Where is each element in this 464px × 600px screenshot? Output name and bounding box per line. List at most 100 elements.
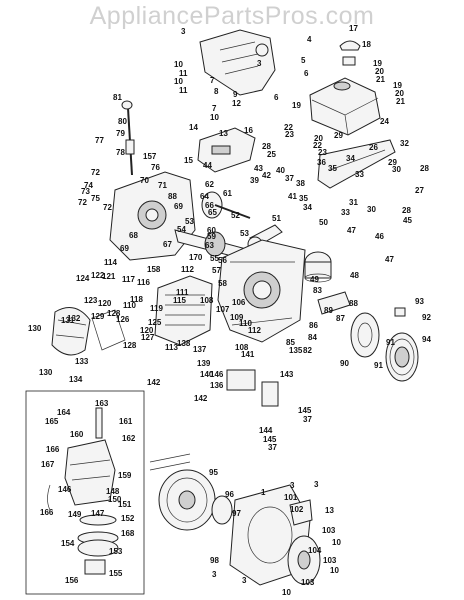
part-callout: 155: [109, 569, 123, 578]
part-callout: 29: [388, 158, 397, 167]
part-callout: 88: [349, 299, 358, 308]
part-callout: 60: [207, 226, 216, 235]
part-callout: 3: [242, 576, 247, 585]
part-callout: 23: [285, 130, 294, 139]
part-callout: 146: [58, 485, 72, 494]
part-callout: 21: [396, 97, 405, 106]
part-callout: 28: [420, 164, 429, 173]
part-callout: 103: [323, 556, 337, 565]
part-callout: 124: [76, 274, 90, 283]
part-callout: 31: [349, 198, 358, 207]
part-callout: 22: [284, 123, 293, 132]
part-callout: 46: [375, 232, 384, 241]
part-callout: 3: [314, 480, 319, 489]
part-callout: 50: [319, 218, 328, 227]
part-callout: 12: [232, 99, 241, 108]
part-callout: 120: [140, 326, 154, 335]
part-callout: 10: [174, 77, 183, 86]
part-callout: 154: [61, 539, 75, 548]
part-callout: 74: [84, 181, 93, 190]
part-callout: 14: [189, 123, 198, 132]
part-callout: 123: [84, 296, 98, 305]
part-callout: 112: [248, 326, 261, 335]
part-callout: 136: [210, 381, 224, 390]
part-callout: 98: [210, 556, 219, 565]
part-callout: 104: [308, 546, 322, 555]
part-callout: 55: [210, 254, 219, 263]
part-callout: 61: [223, 189, 232, 198]
part-callout: 16: [244, 126, 253, 135]
engine-block: [217, 239, 306, 343]
part-callout: 130: [39, 368, 53, 377]
part-callout: 40: [276, 166, 285, 175]
part-callout: 132: [67, 314, 81, 323]
cooling-fan: [158, 469, 216, 531]
part-callout: 56: [218, 256, 227, 265]
part-callout: 13: [325, 506, 334, 515]
part-callout: 93: [415, 297, 424, 306]
part-callout: 72: [103, 203, 112, 212]
part-callout: 67: [163, 240, 172, 249]
dipstick: [121, 100, 135, 176]
muffler-gasket: [91, 309, 126, 351]
flywheel: [385, 332, 419, 382]
carburetor-detail-inset: [25, 390, 145, 595]
part-callout: 33: [355, 170, 364, 179]
part-callout: 112: [181, 265, 194, 274]
part-callout: 7: [210, 76, 215, 85]
part-callout: 22: [313, 141, 322, 150]
part-callout: 17: [349, 24, 358, 33]
part-callout: 29: [334, 131, 343, 140]
part-callout: 3: [212, 570, 217, 579]
part-callout: 85: [286, 338, 295, 347]
part-callout: 10: [174, 60, 183, 69]
part-callout: 137: [193, 345, 207, 354]
part-callout: 91: [374, 361, 383, 370]
part-callout: 37: [303, 415, 312, 424]
part-callout: 168: [121, 529, 135, 538]
part-callout: 121: [102, 272, 116, 281]
part-callout: 78: [116, 148, 125, 157]
part-callout: 88: [168, 192, 177, 201]
part-callout: 37: [285, 174, 294, 183]
part-callout: 35: [328, 164, 337, 173]
control-panel: [197, 127, 256, 173]
part-callout: 141: [241, 350, 255, 359]
part-callout: 57: [212, 266, 221, 275]
part-callout: 131: [61, 316, 75, 325]
part-callout: 108: [235, 343, 249, 352]
cylinder-shroud: [199, 29, 276, 96]
part-callout: 19: [292, 101, 301, 110]
part-callout: 21: [376, 75, 385, 84]
part-callout: 13: [219, 129, 228, 138]
part-callout: 71: [158, 181, 167, 190]
part-callout: 164: [57, 408, 71, 417]
part-callout: 35: [299, 194, 308, 203]
part-callout: 135: [289, 346, 303, 355]
part-callout: 8: [214, 87, 219, 96]
part-callout: 139: [197, 359, 211, 368]
part-callout: 82: [303, 346, 312, 355]
part-callout: 170: [189, 253, 203, 262]
part-callout: 142: [147, 378, 161, 387]
camshaft: [201, 191, 251, 219]
part-callout: 20: [375, 67, 384, 76]
part-callout: 113: [165, 343, 178, 352]
part-callout: 111: [176, 288, 189, 297]
part-callout: 77: [95, 136, 104, 145]
part-callout: 10: [210, 113, 219, 122]
part-callout: 83: [313, 286, 322, 295]
part-callout: 64: [200, 192, 209, 201]
part-callout: 38: [296, 179, 305, 188]
starter-cup: [211, 495, 233, 525]
part-callout: 69: [174, 202, 183, 211]
part-callout: 51: [272, 214, 281, 223]
part-callout: 80: [118, 117, 127, 126]
part-callout: 24: [380, 117, 389, 126]
part-callout: 4: [307, 35, 312, 44]
ignition-armature: [350, 312, 380, 358]
part-callout: 150: [108, 495, 122, 504]
part-callout: 53: [240, 229, 249, 238]
part-callout: 44: [203, 161, 212, 170]
